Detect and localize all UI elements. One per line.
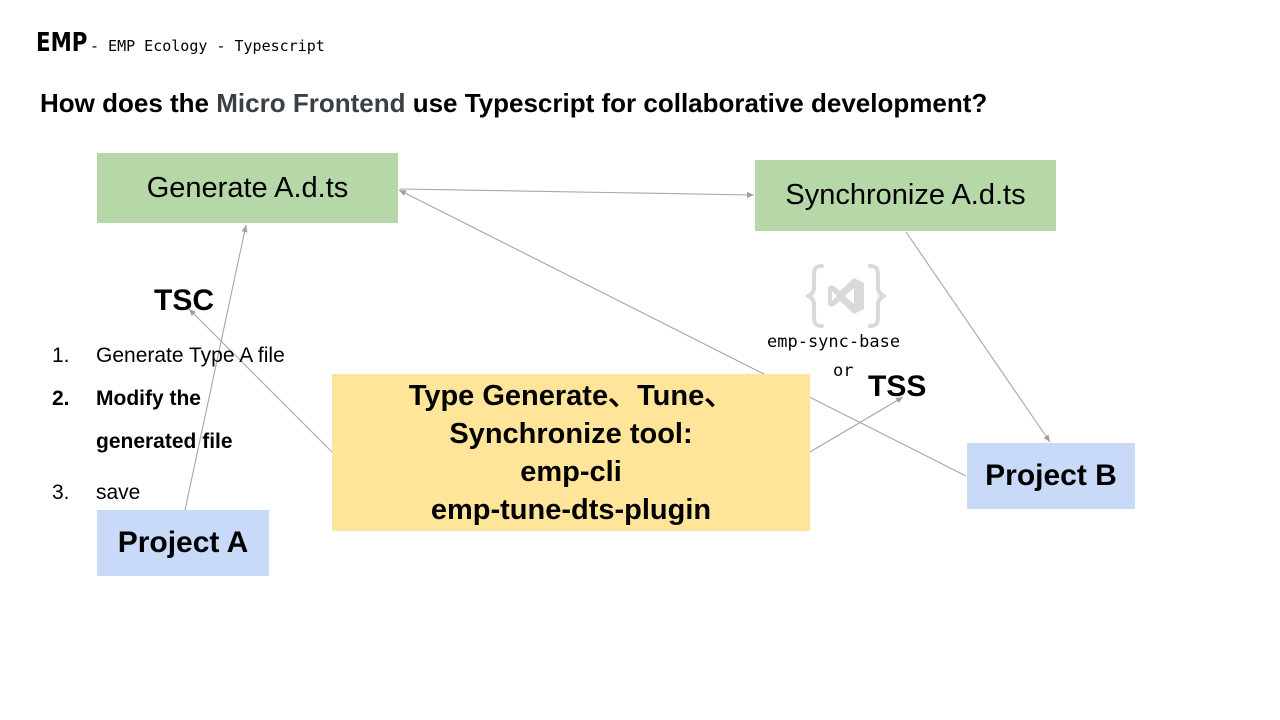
slide-header: EMP - EMP Ecology - Typescript [36, 28, 325, 62]
arrow-project-a-to-generate [184, 224, 248, 511]
arrow-tool-to-tss [809, 396, 904, 453]
title-highlight: Micro Frontend [216, 88, 406, 118]
step-number: 3. [52, 481, 70, 504]
synchronize-dts-box: Synchronize A.d.ts [755, 160, 1056, 231]
tool-line-1: Type Generate、Tune、 [408, 379, 734, 412]
title-part-1: How does the [40, 88, 217, 118]
step-text: Generate Type A file [96, 344, 285, 367]
synchronize-dts-label: Synchronize A.d.ts [785, 179, 1026, 211]
project-a-box: Project A [97, 510, 269, 576]
tsc-label: TSC [154, 284, 214, 317]
visual-studio-icon [806, 264, 886, 328]
step-text: Modify the [96, 387, 201, 410]
arrow-tool-to-tsc [188, 308, 333, 453]
slide-subtitle: - EMP Ecology - Typescript [90, 37, 325, 55]
tool-line-4: emp-tune-dts-plugin [430, 493, 712, 526]
project-b-box: Project B [967, 443, 1135, 509]
arrow-synchronize-to-project-b [905, 231, 1051, 443]
step-text: save [96, 481, 141, 504]
generate-dts-label: Generate A.d.ts [146, 171, 349, 204]
or-label: or [833, 361, 854, 381]
tool-line-2: Synchronize tool: [449, 417, 693, 450]
brand-logo: EMP [36, 28, 88, 58]
project-b-label: Project B [985, 459, 1117, 492]
tool-line-3: emp-cli [520, 455, 622, 488]
title-part-2: use Typescript for collaborative develop… [405, 88, 988, 118]
generate-dts-box: Generate A.d.ts [97, 153, 398, 223]
step-text: generated file [96, 430, 233, 453]
tss-label: TSS [868, 370, 927, 403]
arrow-project-b-to-generate [398, 189, 967, 477]
step-number: 2. [52, 387, 70, 410]
project-a-label: Project A [117, 526, 249, 559]
page-title: How does the Micro Frontend use Typescri… [40, 88, 987, 119]
arrow-generate-to-synchronize [399, 188, 755, 198]
sync-base-label: emp-sync-base [767, 332, 901, 352]
tool-box: Type Generate、Tune、 Synchronize tool: em… [332, 374, 810, 531]
step-number: 1. [52, 344, 70, 367]
